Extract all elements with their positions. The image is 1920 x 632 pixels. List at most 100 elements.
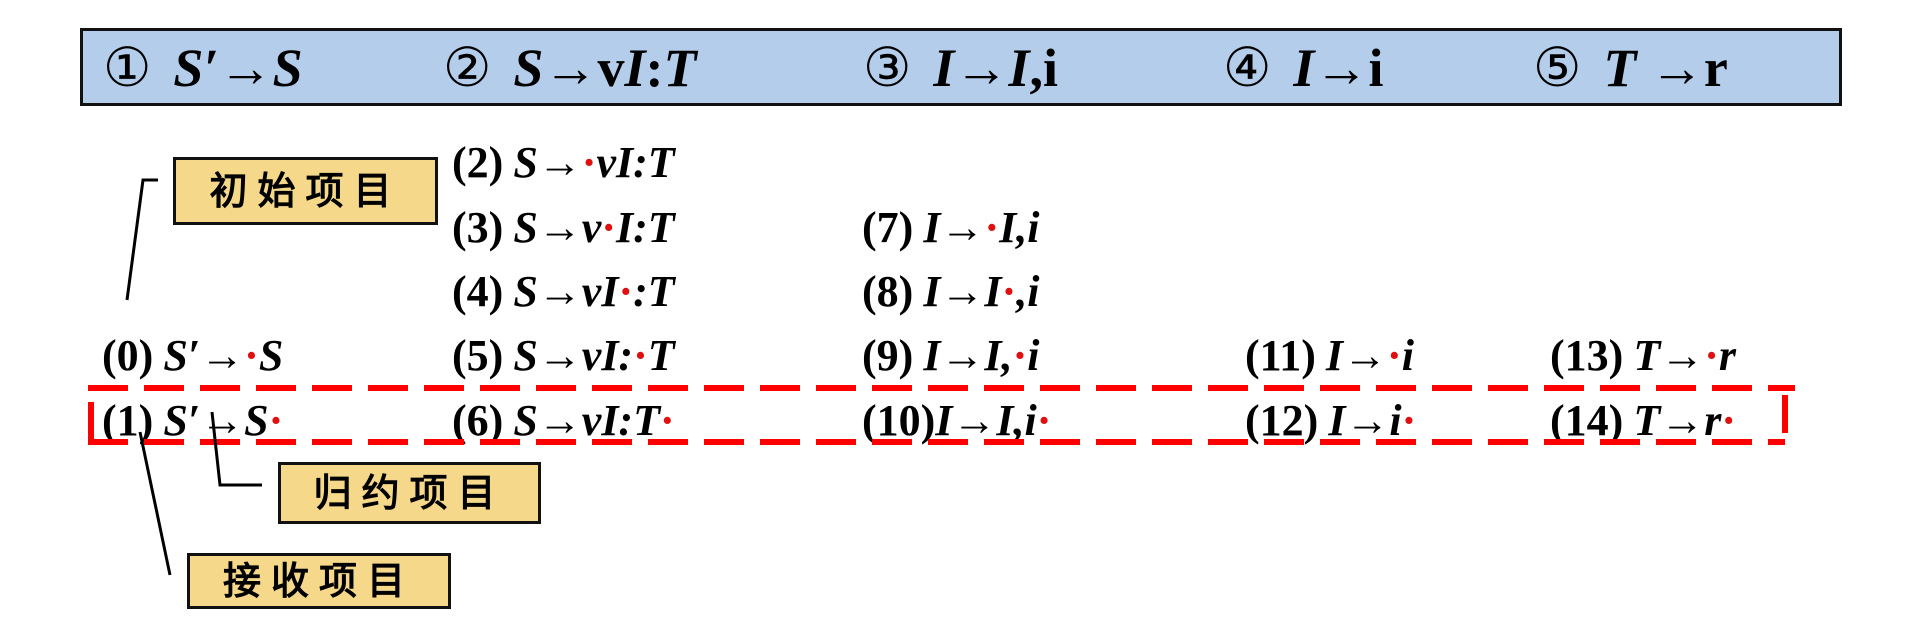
item-label: (9) (862, 331, 914, 380)
item-label: (3) (452, 203, 504, 252)
callout-accept-item: 接收项目 (187, 553, 451, 609)
item-4: (4)S→vI·:T (452, 266, 675, 318)
item-label: (11) (1245, 331, 1316, 380)
item-body: I→I,i (935, 396, 1037, 445)
item-body: I→ (923, 203, 985, 252)
item-body: :T (633, 267, 675, 316)
item-body: ,i (1016, 267, 1040, 316)
item-7: (7)I→·I,i (862, 202, 1039, 254)
callout-leaders (125, 178, 262, 576)
accept-leader (138, 431, 172, 576)
arrow: → (1314, 38, 1369, 98)
item-body: S′→ (163, 331, 245, 380)
callout-reduce-item: 归约项目 (278, 462, 541, 524)
item-dot: · (984, 203, 1000, 252)
item-dot: · (268, 396, 284, 445)
production-lhs: S′ (173, 38, 219, 98)
item-8: (8)I→I·,i (862, 266, 1039, 318)
item-dot: · (1704, 331, 1719, 380)
production-1: ① S′→S (103, 33, 303, 103)
arrow: → (1636, 38, 1704, 98)
arrow: → (543, 38, 598, 98)
item-label: (7) (862, 203, 914, 252)
item-label: (6) (452, 396, 504, 445)
item-label: (5) (452, 331, 504, 380)
item-label: (1) (102, 396, 154, 445)
production-number: ① (103, 38, 152, 98)
item-label: (14) (1550, 396, 1624, 445)
item-body: r (1718, 331, 1737, 380)
item-dot: · (1036, 396, 1052, 445)
production-rhs: : (645, 38, 664, 98)
item-label: (13) (1550, 331, 1624, 380)
item-body: I,i (999, 203, 1040, 252)
item-body: I→ (1325, 331, 1388, 380)
item-body: S→ (513, 138, 582, 187)
item-body: T (647, 331, 675, 380)
item-dot: · (659, 396, 675, 445)
production-number: ② (443, 38, 492, 98)
item-0: (0)S′→·S (102, 330, 283, 382)
item-body: I→I, (923, 331, 1013, 380)
item-6: (6)S→vI:T· (452, 395, 675, 447)
item-5: (5)S→vI:·T (452, 330, 675, 382)
item-body: T→ (1633, 331, 1705, 380)
item-body: i (1401, 331, 1414, 380)
item-9: (9)I→I,·i (862, 330, 1039, 382)
production-rhs: S (272, 38, 303, 98)
item-body: S→vI: (513, 331, 634, 380)
item-label: (12) (1245, 396, 1319, 445)
arrow: → (218, 38, 273, 98)
production-rhs: v (597, 38, 625, 98)
item-body: I:T (616, 203, 675, 252)
item-dot: · (1721, 396, 1736, 445)
reduce-items-dashed-box (88, 385, 1795, 445)
item-dot: · (581, 138, 597, 187)
item-body: I→I (923, 267, 1002, 316)
item-body: T→r (1633, 396, 1722, 445)
item-label: (0) (102, 331, 154, 380)
item-label: (2) (452, 138, 504, 187)
production-rhs: i (1368, 38, 1384, 98)
item-dot: · (1387, 331, 1402, 380)
production-lhs: T (1603, 38, 1637, 98)
item-body: i (1027, 331, 1040, 380)
reduce-leader (210, 411, 262, 487)
item-dot: · (1001, 267, 1017, 316)
item-dot: · (1401, 396, 1417, 445)
item-10: (10)I→I,i· (862, 395, 1051, 447)
production-rhs: T (663, 38, 697, 98)
production-lhs: I (1293, 38, 1315, 98)
item-dot: · (1012, 331, 1028, 380)
production-rhs: I (624, 38, 646, 98)
initial-leader (125, 178, 158, 301)
item-label: (10) (862, 396, 936, 445)
item-3: (3)S→v·I:T (452, 202, 675, 254)
item-2: (2)S→·vI:T (452, 137, 675, 189)
item-body: S→vI (513, 267, 619, 316)
production-lhs: I (933, 38, 955, 98)
item-body: S→v (513, 203, 602, 252)
item-label: (8) (862, 267, 914, 316)
item-body: S (258, 331, 284, 380)
item-dot: · (601, 203, 616, 252)
item-dot: · (633, 331, 648, 380)
arrow: → (954, 38, 1009, 98)
item-14: (14)T→r· (1550, 395, 1736, 447)
production-number: ③ (863, 38, 912, 98)
item-12: (12)I→i· (1245, 395, 1416, 447)
item-dot: · (618, 267, 634, 316)
production-rhs: ,i (1029, 38, 1058, 98)
item-label: (4) (452, 267, 504, 316)
item-body: I→i (1328, 396, 1402, 445)
production-number: ⑤ (1533, 38, 1582, 98)
production-rhs: I (1008, 38, 1030, 98)
production-number: ④ (1223, 38, 1272, 98)
production-lhs: S (513, 38, 544, 98)
item-dot: · (244, 331, 259, 380)
